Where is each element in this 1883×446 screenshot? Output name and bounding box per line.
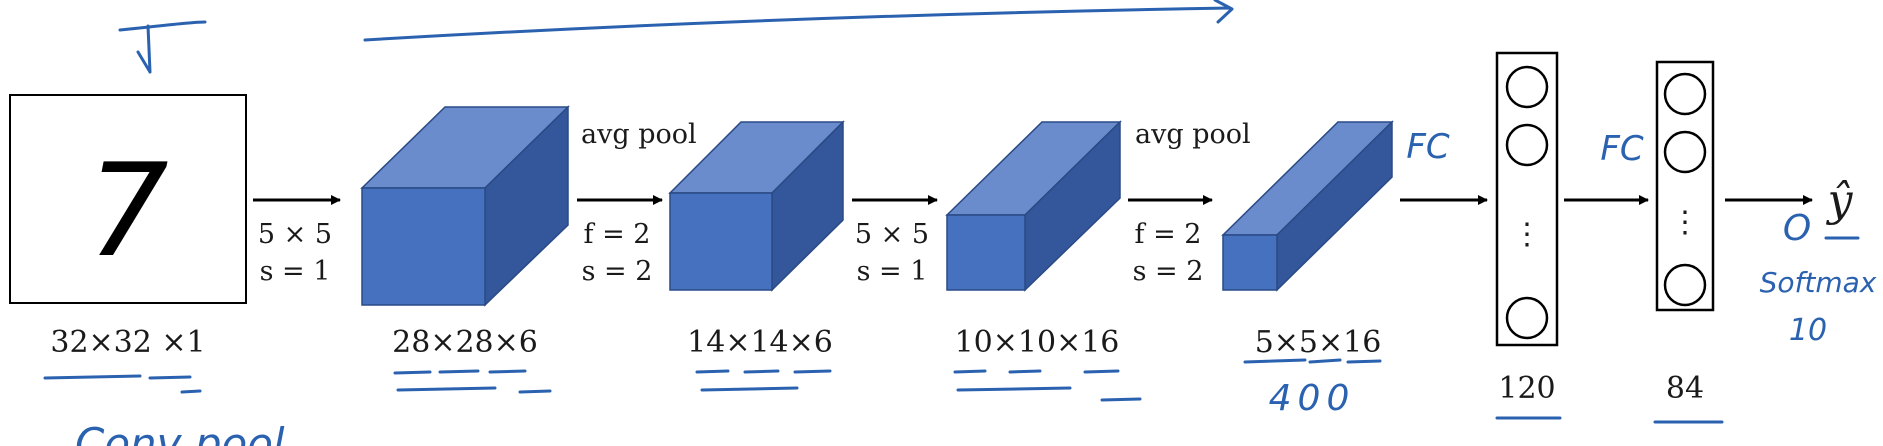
pool1-dims-label: 14×14×6 <box>687 325 833 360</box>
softmax-count-note: 10 <box>1789 313 1827 348</box>
pool1-title: avg pool <box>581 119 697 150</box>
pool2-title: avg pool <box>1135 119 1251 150</box>
input-image-frame <box>9 94 247 304</box>
conv2-dims-label: 10×10×16 <box>955 325 1120 360</box>
op1-line1: 5 × 5 <box>258 219 332 250</box>
softmax-note: Softmax <box>1760 266 1877 299</box>
fc1-layer <box>1495 51 1559 347</box>
handwritten-underline <box>1243 358 1382 364</box>
handwritten-top-mark <box>118 20 207 74</box>
fc1-size-label: 120 <box>1498 371 1555 406</box>
op1-line2: s = 1 <box>260 256 331 287</box>
op3-line2: s = 1 <box>857 256 928 287</box>
op2-line1: f = 2 <box>584 219 651 250</box>
handwritten-underline <box>695 369 832 392</box>
input-dims-label: 32×32 ×1 <box>50 325 205 360</box>
conv1-dims-label: 28×28×6 <box>392 325 538 360</box>
flatten-note: 400 <box>1269 378 1356 419</box>
op4-line2: s = 2 <box>1133 256 1204 287</box>
fc2-layer <box>1655 60 1715 312</box>
handwritten-underline <box>43 374 202 394</box>
fc1-label: FC <box>1406 127 1450 167</box>
fc2-label: FC <box>1600 129 1644 169</box>
handwritten-top-arrow-icon <box>363 0 1234 42</box>
pool1-volume <box>668 120 845 292</box>
op2-line2: s = 2 <box>582 256 653 287</box>
pool2-volume <box>1221 120 1394 292</box>
fc2-size-label: 84 <box>1666 371 1704 406</box>
output-symbol: ŷ <box>1826 175 1854 226</box>
fc1-ellipsis: ⋮ <box>1512 217 1542 252</box>
handwritten-underline <box>953 369 1142 402</box>
input-digit: 7 <box>87 137 168 286</box>
output-circle: O <box>1783 208 1811 249</box>
pool2-dims-label: 5×5×16 <box>1255 325 1382 360</box>
op4-line1: f = 2 <box>1135 219 1202 250</box>
handwritten-underline <box>393 369 552 394</box>
conv1-volume <box>360 105 570 307</box>
bottom-handwritten-note: Conv pool <box>75 419 285 446</box>
fc2-ellipsis: ⋮ <box>1670 205 1700 240</box>
op3-line1: 5 × 5 <box>855 219 929 250</box>
conv2-volume <box>945 120 1122 292</box>
